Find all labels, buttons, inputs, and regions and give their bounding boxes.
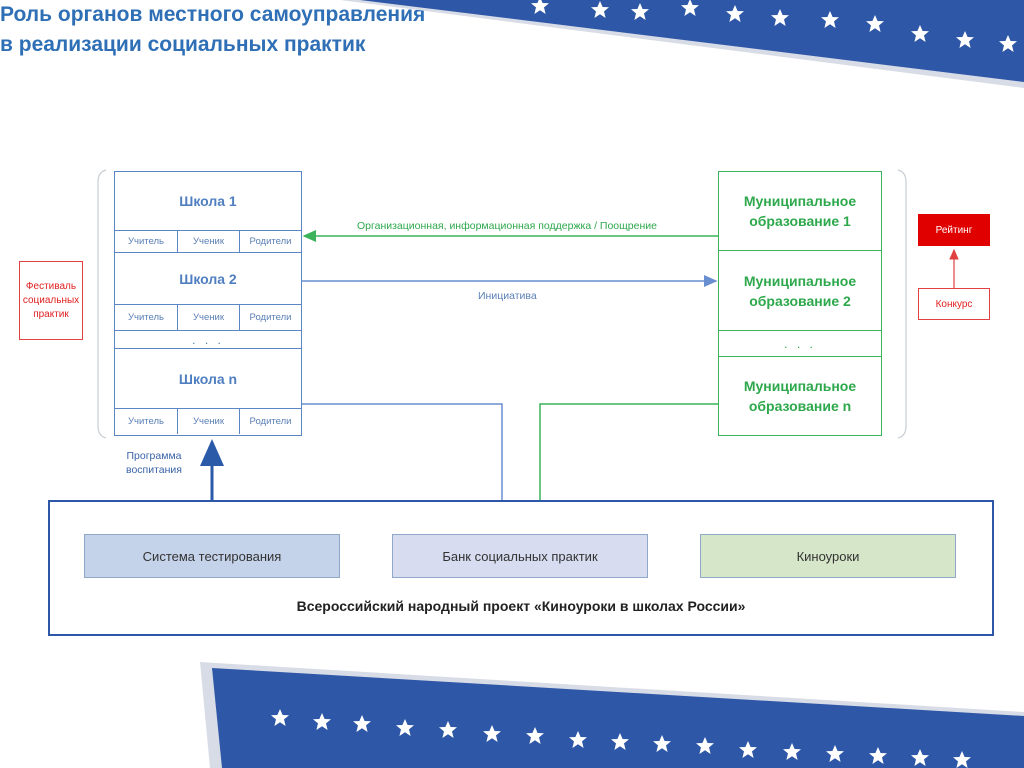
festival-line1: Фестиваль xyxy=(25,280,77,292)
municipality-1-line1: Муниципальное xyxy=(743,193,857,209)
program-label: Программа воспитания xyxy=(126,449,182,477)
municipality-2-line2: образование 2 xyxy=(749,292,851,309)
schools-ellipsis: . . . xyxy=(115,330,301,348)
school-2-title: Школа 2 xyxy=(115,252,301,304)
school-1-role-parents: Родители xyxy=(239,230,301,252)
platform-caption: Всероссийский народный проект «Киноуроки… xyxy=(296,598,746,614)
social-practices-bank-box: Банк социальных практик xyxy=(392,534,648,578)
festival-line3: практик xyxy=(33,308,69,320)
platform-container: Система тестирования Банк социальных пра… xyxy=(48,500,994,636)
program-label-line1: Программа xyxy=(126,450,182,462)
municipality-2: Муниципальное образование 2 xyxy=(719,250,881,330)
school-to-bank-arrow xyxy=(302,403,508,532)
schools-column: Школа 1 Учитель Ученик Родители Школа 2 … xyxy=(114,171,302,436)
page-title: Роль органов местного самоуправления в р… xyxy=(0,0,1024,60)
municipalities-column: Муниципальное образование 1 Муниципально… xyxy=(718,171,882,436)
page-title-line1: Роль органов местного самоуправления xyxy=(0,3,426,26)
muni-to-bank-arrow xyxy=(534,403,718,532)
bottom-banner xyxy=(200,662,1024,768)
testing-system-box: Система тестирования xyxy=(84,534,340,578)
kinouroki-box: Киноуроки xyxy=(700,534,956,578)
rating-box: Рейтинг xyxy=(918,214,990,246)
school-n-role-parents: Родители xyxy=(239,408,301,434)
school-1-role-student: Ученик xyxy=(177,230,239,252)
municipality-n: Муниципальное образование n xyxy=(719,356,881,434)
school-n-role-student: Ученик xyxy=(177,408,239,434)
page-title-line2: в реализации социальных практик xyxy=(0,33,366,56)
top-banner xyxy=(340,0,1024,88)
school-n-role-teacher: Учитель xyxy=(115,408,177,434)
festival-line2: социальных xyxy=(22,294,80,306)
municipality-1-line2: образование 1 xyxy=(749,213,851,229)
contest-box: Конкурс xyxy=(918,288,990,320)
left-brace xyxy=(97,169,107,439)
school-1-title: Школа 1 xyxy=(179,193,237,209)
school-2-role-parents: Родители xyxy=(239,304,301,330)
right-brace xyxy=(897,169,907,439)
school-n-title: Школа n xyxy=(115,348,301,408)
municipality-1: Муниципальное образование 1 xyxy=(719,172,881,250)
festival-box: Фестиваль социальных практик xyxy=(19,261,83,340)
school-2-role-teacher: Учитель xyxy=(115,304,177,330)
program-label-line2: воспитания xyxy=(126,464,182,476)
municipality-n-line1: Муниципальное xyxy=(743,377,857,394)
initiative-label: Инициатива xyxy=(478,290,537,302)
municipality-2-line1: Муниципальное xyxy=(743,272,857,289)
municipality-n-line2: образование n xyxy=(748,397,852,414)
school-1-role-teacher: Учитель xyxy=(115,230,177,252)
support-label: Организационная, информационная поддержк… xyxy=(357,220,657,232)
school-2-role-student: Ученик xyxy=(177,304,239,330)
municipalities-ellipsis: . . . xyxy=(719,330,881,356)
